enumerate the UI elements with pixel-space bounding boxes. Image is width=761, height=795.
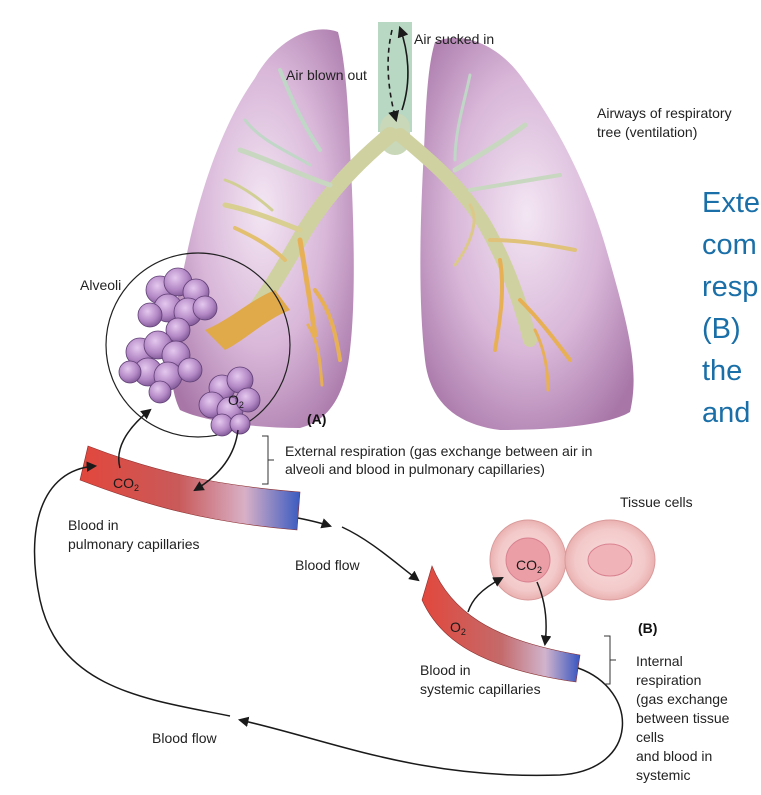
blood-pulmonary-line2: pulmonary capillaries [68, 536, 200, 552]
o2-marker-systemic: O2 [450, 619, 466, 637]
right-lung [420, 37, 634, 431]
caption-line-3: (B) [702, 313, 741, 345]
alveoli-circle [105, 252, 291, 438]
caption-line-0: Exte [702, 187, 760, 219]
air-out-label: Air blown out [286, 67, 367, 83]
blood-flow-arrow-top [297, 517, 332, 529]
label-b: (B) [638, 620, 657, 636]
internal-line-6: systemic [636, 767, 690, 783]
blood-flow-label-bottom: Blood flow [152, 730, 217, 746]
external-respiration-line1: External respiration (gas exchange betwe… [285, 443, 592, 459]
co2-to-alveoli-arrow [118, 408, 152, 469]
air-in-arrow [397, 25, 409, 111]
bronchiole [205, 290, 290, 350]
caption-line-5: and [702, 397, 750, 429]
caption-line-4: the [702, 355, 742, 387]
co2-marker-pulmonary: CO2 [113, 475, 139, 493]
internal-line-0: Internal [636, 653, 683, 669]
blood-systemic-line2: systemic capillaries [420, 681, 541, 697]
alveoli-label: Alveoli [80, 277, 121, 293]
tissue-cells [489, 519, 656, 601]
co2-to-blood-arrow [536, 581, 552, 647]
co2-marker-tissue: CO2 [516, 557, 542, 575]
alveoli-clusters [118, 267, 261, 437]
internal-line-2: (gas exchange [636, 691, 728, 707]
airway-tree [222, 22, 577, 392]
o2-to-blood-arrow [193, 429, 239, 492]
internal-respiration-label: Internal respiration (gas exchange betwe… [636, 653, 730, 783]
o2-to-tissue-arrow [467, 576, 504, 613]
pulmonary-capillary [79, 445, 301, 531]
air-in-label: Air sucked in [414, 31, 494, 47]
systemic-capillary [421, 565, 581, 683]
blood-systemic-line1: Blood in [420, 662, 471, 678]
label-a: (A) [307, 411, 326, 427]
internal-line-3: between tissue [636, 710, 730, 726]
blood-flow-loop [237, 667, 624, 777]
blood-flow-label-top: Blood flow [295, 557, 360, 573]
bracket-internal [604, 635, 616, 685]
bracket-external [262, 435, 274, 485]
airways-label-line2: tree (ventilation) [597, 124, 697, 140]
internal-line-5: and blood in [636, 748, 712, 764]
o2-marker-alveoli: O2 [228, 392, 244, 410]
internal-line-1: respiration [636, 672, 701, 688]
caption-line-2: resp [702, 271, 758, 303]
caption-line-1: com [702, 229, 757, 261]
blood-flow-arrow-mid [341, 526, 420, 582]
tissue-cells-label: Tissue cells [620, 494, 693, 510]
alveoli-inset [105, 252, 291, 438]
airways-label-line1: Airways of respiratory [597, 105, 732, 121]
air-out-arrow [387, 29, 400, 123]
blood-pulmonary-line1: Blood in [68, 517, 119, 533]
caption-fragments: Exte com resp (B) the and [702, 187, 760, 429]
internal-line-4: cells [636, 729, 664, 745]
external-respiration-line2: alveoli and blood in pulmonary capillari… [285, 461, 545, 477]
blood-flow-return [33, 461, 231, 717]
